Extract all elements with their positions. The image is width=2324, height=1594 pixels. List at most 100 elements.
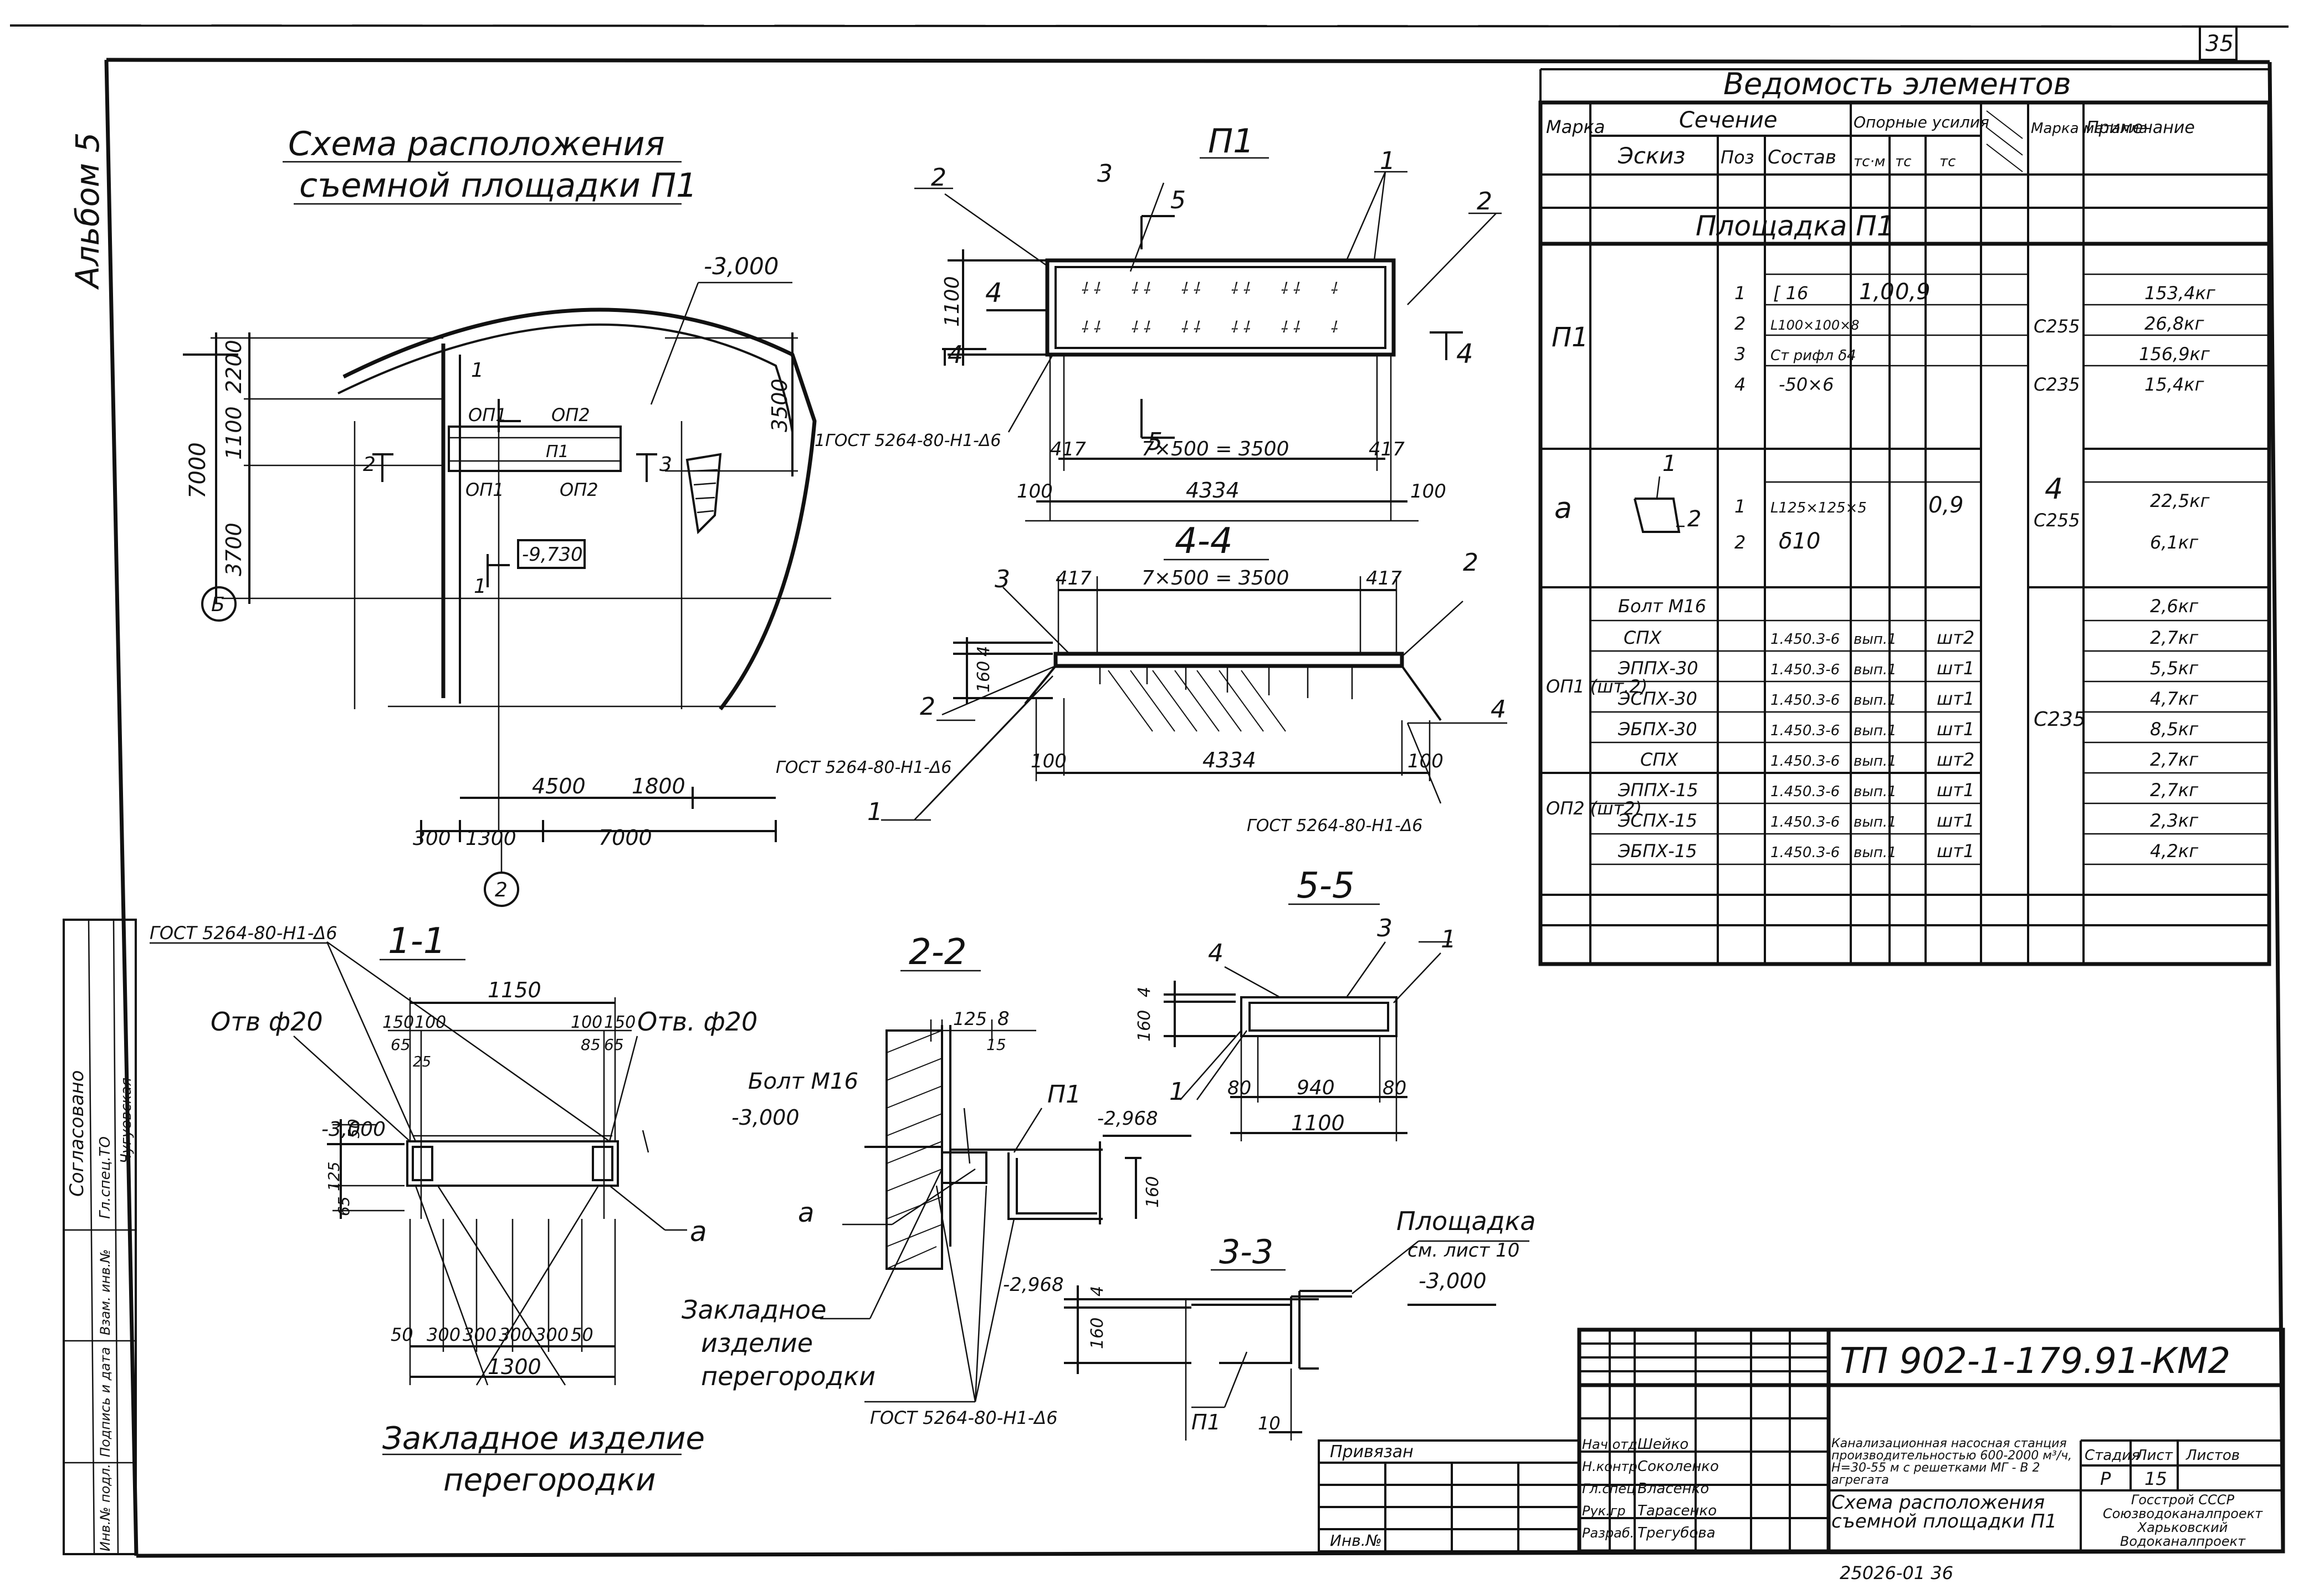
inv-label-1: Инв.№ подл. <box>98 1464 113 1551</box>
s44-dim-4: 4 <box>974 646 994 657</box>
s11-dim-50a: 50 <box>345 1119 363 1139</box>
p1-dim-100b: 100 <box>1410 480 1446 503</box>
s55-dim-4: 4 <box>1135 987 1154 997</box>
plan-dim-7000-v: 7000 <box>185 442 211 499</box>
s11-dim-25: 25 <box>413 1054 431 1070</box>
svg-text:⸸ ⸸: ⸸ ⸸ <box>1180 318 1200 336</box>
plan-dim-1300: 1300 <box>465 827 516 850</box>
s55-dim-80a: 80 <box>1227 1077 1251 1099</box>
s22-elev3: -2,968 <box>1003 1274 1064 1296</box>
s44-dim-160: 160 <box>974 661 994 693</box>
r10-f1: вып.1 <box>1854 722 1897 739</box>
r2-pos: 3 <box>1734 344 1745 365</box>
svg-text:⸸: ⸸ <box>1330 279 1338 298</box>
r1-note: 26,8кг <box>2144 313 2204 334</box>
s11-dim-1300: 1300 <box>488 1355 541 1379</box>
th-steel: Марка металла <box>2031 120 2148 137</box>
r0-pos: 1 <box>1734 283 1745 304</box>
s11-dim-50c: 50 <box>571 1324 593 1345</box>
r0-f1: 1,0 <box>1859 279 1895 305</box>
r12-f3: шт1 <box>1937 780 1974 801</box>
r8-pos: ЭППХ-30 <box>1617 658 1698 679</box>
r6-note: 2,6кг <box>2150 596 2198 617</box>
s11-embed-1: Закладное изделие <box>382 1421 705 1457</box>
s22-elev2: -2,968 <box>1097 1108 1158 1130</box>
stamp-name-0: Шейко <box>1637 1436 1688 1453</box>
r14-pos: ЭБПХ-15 <box>1617 840 1697 862</box>
r7-f1: вып.1 <box>1854 631 1897 648</box>
r9-f3: шт1 <box>1937 688 1974 709</box>
stamp-role-0: Нач.отд <box>1582 1437 1637 1452</box>
r7-comp: 1.450.3-6 <box>1770 631 1840 648</box>
bottom-code: 25026-01 36 <box>1840 1562 1953 1583</box>
s11-dim-150a: 150 <box>382 1013 414 1032</box>
r7-pos: СПХ <box>1624 627 1662 648</box>
p1-callout-5a: 5 <box>1170 186 1186 214</box>
r2-comp: Ст рифл δ4 <box>1770 347 1856 364</box>
r4-f2: 0,9 <box>1928 493 1964 518</box>
s11-dim-300a: 300 <box>427 1324 460 1345</box>
r11-pos: СПХ <box>1640 749 1678 770</box>
plan-dim-4500: 4500 <box>532 774 586 798</box>
plan-label-1b: 1 <box>474 575 487 598</box>
r5-comp: δ10 <box>1779 529 1820 554</box>
r12-comp: 1.450.3-6 <box>1770 783 1840 800</box>
r2-note: 156,9кг <box>2139 344 2210 365</box>
svg-text:⸸ ⸸: ⸸ ⸸ <box>1081 279 1100 298</box>
section-55-title: 5-5 <box>1297 865 1355 906</box>
p1-dim-417a: 417 <box>1050 438 1086 460</box>
plan-dim-3700: 3700 <box>222 522 246 576</box>
stamp-role-1: Н.контр <box>1582 1459 1637 1474</box>
s33-dim-4: 4 <box>1088 1286 1107 1296</box>
plan-label-op2-a: ОП2 <box>551 404 590 426</box>
stamp-grid <box>1318 1328 2285 1554</box>
r13-f1: вып.1 <box>1854 814 1897 831</box>
r1-pos: 2 <box>1734 313 1745 334</box>
r13-comp: 1.450.3-6 <box>1770 814 1840 831</box>
stamp-sheet-title: Схема расположения съемной площадки П1 <box>1831 1493 2057 1533</box>
plan-dim-300: 300 <box>413 827 451 850</box>
r5-pos: 2 <box>1734 532 1745 553</box>
r14-f3: шт1 <box>1937 840 1974 862</box>
agreed-row-2: Чугуевская <box>118 1078 135 1164</box>
s22-p1: П1 <box>1047 1080 1081 1109</box>
p1-callout-4c: 4 <box>948 341 963 369</box>
inv-label-3: Взам. инв.№ <box>98 1249 113 1335</box>
s44-dim-100a: 100 <box>1031 750 1067 772</box>
r8-f3: шт1 <box>1937 658 1974 679</box>
r1-comp: L100×100×8 <box>1770 317 1859 333</box>
s44-callout-2a: 2 <box>1463 549 1478 577</box>
r2-steel: С235 <box>2034 374 2080 395</box>
th-pos: Поз <box>1721 147 1754 168</box>
stamp-stage: Р <box>2100 1468 2111 1489</box>
r9-f1: вып.1 <box>1854 692 1897 709</box>
svg-text:⸸: ⸸ <box>1330 318 1338 336</box>
p1-dim-4334: 4334 <box>1186 478 1240 503</box>
s44-dim-3500: 7×500 = 3500 <box>1141 567 1289 590</box>
section-44-title: 4-4 <box>1175 521 1233 562</box>
s44-callout-1: 1 <box>867 798 883 826</box>
plan-label-1a: 1 <box>471 359 484 382</box>
s33-dim-10: 10 <box>1258 1413 1281 1434</box>
plan-label-2: 2 <box>363 453 376 476</box>
r12-pos: ЭППХ-15 <box>1617 780 1698 801</box>
stamp-org: Госстрой СССР Союзводоканалпроект Харько… <box>2102 1493 2263 1549</box>
r4-steel: С255 <box>2034 510 2080 531</box>
s11-dim-65a: 65 <box>391 1036 411 1054</box>
s11-dim-65b: 65 <box>604 1036 624 1054</box>
r14-f1: вып.1 <box>1854 844 1897 861</box>
stamp-name-4: Трегубова <box>1637 1525 1716 1541</box>
plan-dim-1800: 1800 <box>632 774 685 798</box>
p1-callout-3: 3 <box>1097 160 1113 188</box>
r7-steel: С235 <box>2034 708 2086 731</box>
s44-gost-left: ГОСТ 5264-80-Н1-Δ6 <box>776 758 951 777</box>
r13-f3: шт1 <box>1937 810 1974 831</box>
inv-label-2: Подпись и дата <box>98 1347 113 1457</box>
plan-label-op1-a: ОП1 <box>468 404 507 426</box>
stamp-name-1: Соколенко <box>1637 1458 1719 1475</box>
s22-embed-3: перегородки <box>701 1361 876 1391</box>
r14-comp: 1.450.3-6 <box>1770 844 1840 861</box>
section-55-drawing <box>1164 941 1452 1141</box>
r4-comp: L125×125×5 <box>1770 500 1867 516</box>
s11-dim-1150: 1150 <box>488 978 541 1002</box>
